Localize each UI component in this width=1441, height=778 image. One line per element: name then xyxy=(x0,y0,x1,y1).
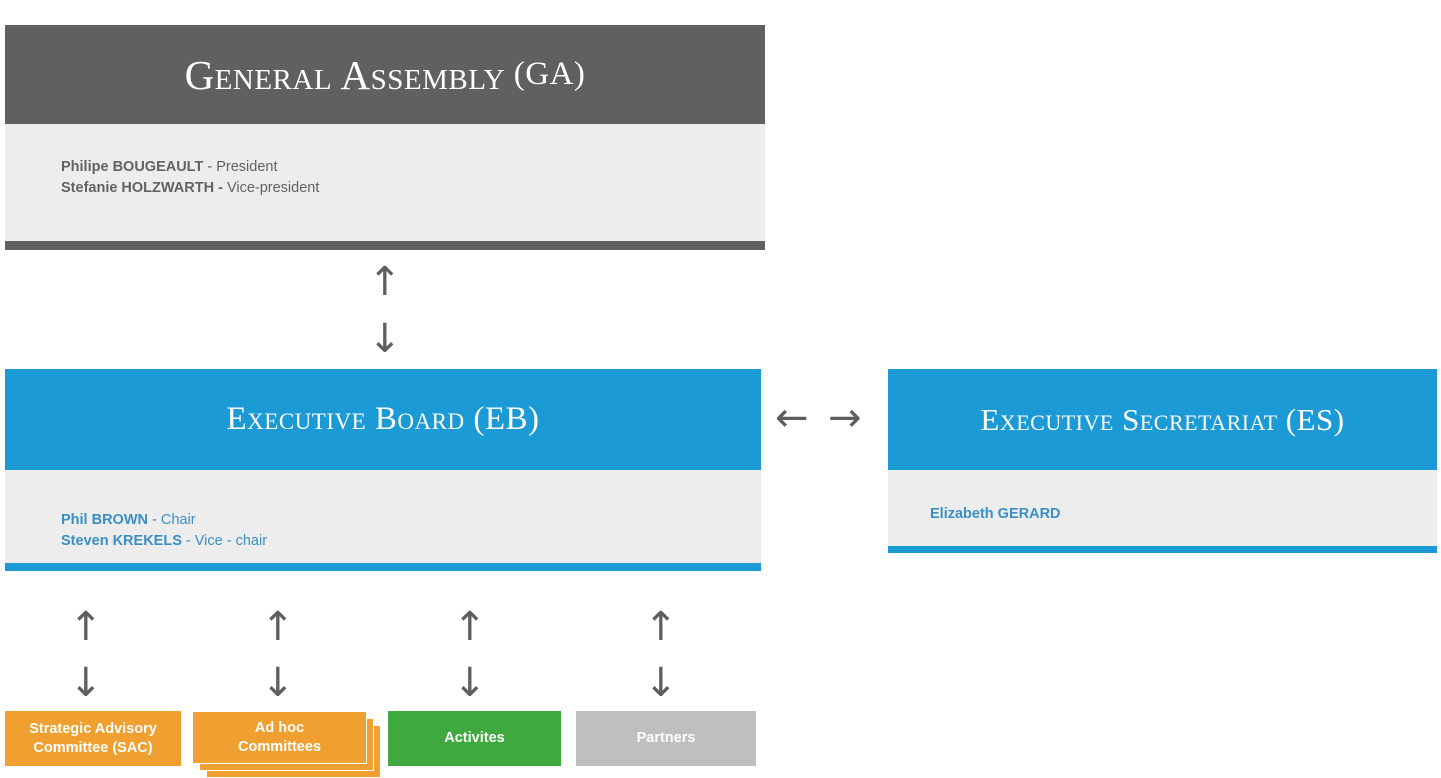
leaf-box-label-line1: Ad hoc xyxy=(254,719,305,736)
member-role: Vice-president xyxy=(222,180,320,196)
executive-secretariat-members: Elizabeth GERARD xyxy=(888,470,1437,546)
arrow-down-partners: ↓ xyxy=(644,660,678,706)
executive-secretariat-bottom-bar xyxy=(888,546,1437,553)
general-assembly-members: Philipe BOUGEAULT - President Stefanie H… xyxy=(5,124,765,241)
member-role: - President xyxy=(203,159,278,175)
leaf-box-label: Activites xyxy=(444,730,505,746)
leaf-box-partners[interactable]: Partners xyxy=(576,711,756,766)
leaf-box-label-line2: Committees xyxy=(238,738,321,755)
leaf-box-label: Ad hoc Committees xyxy=(238,719,321,757)
member-name: Philipe BOUGEAULT xyxy=(61,159,204,175)
leaf-box-strategic-advisory-committee[interactable]: Strategic Advisory Committee (SAC) xyxy=(5,711,181,766)
general-assembly-title-main: General Assembly xyxy=(184,51,506,98)
executive-board-members: Phil BROWN - Chair Steven KREKELS - Vice… xyxy=(5,470,761,563)
executive-secretariat-panel: Executive Secretariat (ES) Elizabeth GER… xyxy=(888,369,1437,553)
executive-board-bottom-bar xyxy=(5,563,761,571)
member-name: Stefanie HOLZWARTH - xyxy=(61,180,223,196)
member-row: Elizabeth GERARD xyxy=(930,504,1437,525)
member-name: Elizabeth GERARD xyxy=(930,506,1061,522)
executive-board-panel: Executive Board (EB) Phil BROWN - Chair … xyxy=(5,369,761,571)
leaf-box-activites[interactable]: Activites xyxy=(388,711,561,766)
leaf-box-label: Strategic Advisory Committee (SAC) xyxy=(29,720,157,758)
leaf-box-label: Partners xyxy=(636,730,696,746)
general-assembly-title-abbreviation: (GA) xyxy=(513,56,586,92)
member-role: - Chair xyxy=(148,512,196,528)
general-assembly-title: General Assembly (GA) xyxy=(5,25,765,124)
member-row: Stefanie HOLZWARTH - Vice-president xyxy=(61,178,765,199)
member-name: Phil BROWN xyxy=(61,512,148,528)
member-row: Philipe BOUGEAULT - President xyxy=(61,157,765,178)
executive-secretariat-title: Executive Secretariat (ES) xyxy=(888,369,1437,470)
member-row: Phil BROWN - Chair xyxy=(61,510,761,531)
arrow-up-sac: ↑ xyxy=(69,604,103,650)
leaf-box-ad-hoc-committees[interactable]: Ad hoc Committees xyxy=(192,711,382,778)
arrow-down-activites: ↓ xyxy=(453,660,487,706)
leaf-box-label-line2: Committee (SAC) xyxy=(33,739,153,756)
general-assembly-title-abbr xyxy=(505,56,514,93)
general-assembly-panel: General Assembly (GA) Philipe BOUGEAULT … xyxy=(5,25,765,250)
arrow-left-eb-es: ← xyxy=(775,395,809,441)
executive-board-title: Executive Board (EB) xyxy=(5,369,761,470)
general-assembly-bottom-bar xyxy=(5,241,765,250)
stack-layer-front: Ad hoc Committees xyxy=(192,711,367,764)
arrow-up-adhoc: ↑ xyxy=(261,604,295,650)
arrow-down-ga-eb: ↓ xyxy=(368,316,402,362)
arrow-right-eb-es: → xyxy=(828,395,862,441)
arrow-down-sac: ↓ xyxy=(69,660,103,706)
arrow-down-adhoc: ↓ xyxy=(261,660,295,706)
arrow-up-activites: ↑ xyxy=(453,604,487,650)
member-name: Steven KREKELS xyxy=(61,533,182,549)
member-row: Steven KREKELS - Vice - chair xyxy=(61,531,761,552)
leaf-box-label-line1: Strategic Advisory xyxy=(29,720,157,737)
member-role: - Vice - chair xyxy=(181,533,268,549)
arrow-up-partners: ↑ xyxy=(644,604,678,650)
arrow-up-ga-eb: ↑ xyxy=(368,259,402,305)
